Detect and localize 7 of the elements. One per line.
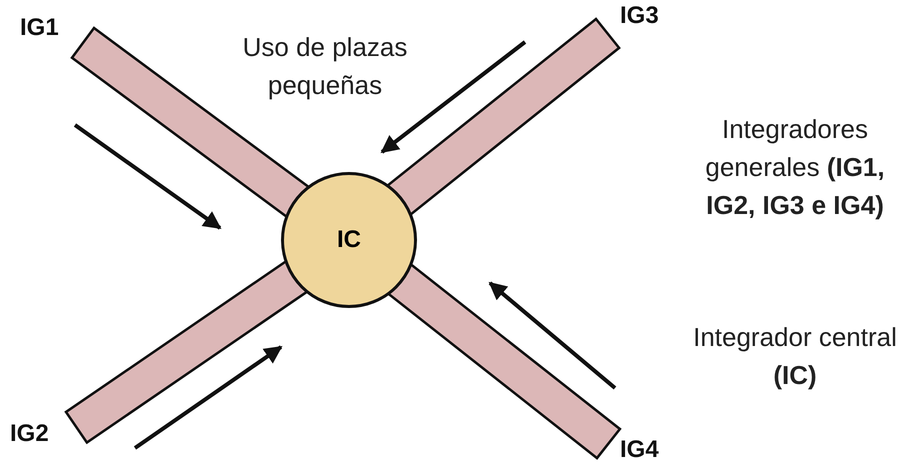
annotation-text: Integradores generales (IG1, IG2, IG3 e IG4) [704, 113, 886, 222]
annotation-text: Integrador central (IC) [692, 321, 898, 392]
bar-label: IG3 [620, 2, 659, 30]
bar-label: IG4 [620, 436, 659, 464]
annotation-text: Uso de plazas pequeñas [242, 31, 408, 102]
bar-label: IG1 [20, 14, 59, 42]
bar-label: IG2 [10, 420, 49, 448]
